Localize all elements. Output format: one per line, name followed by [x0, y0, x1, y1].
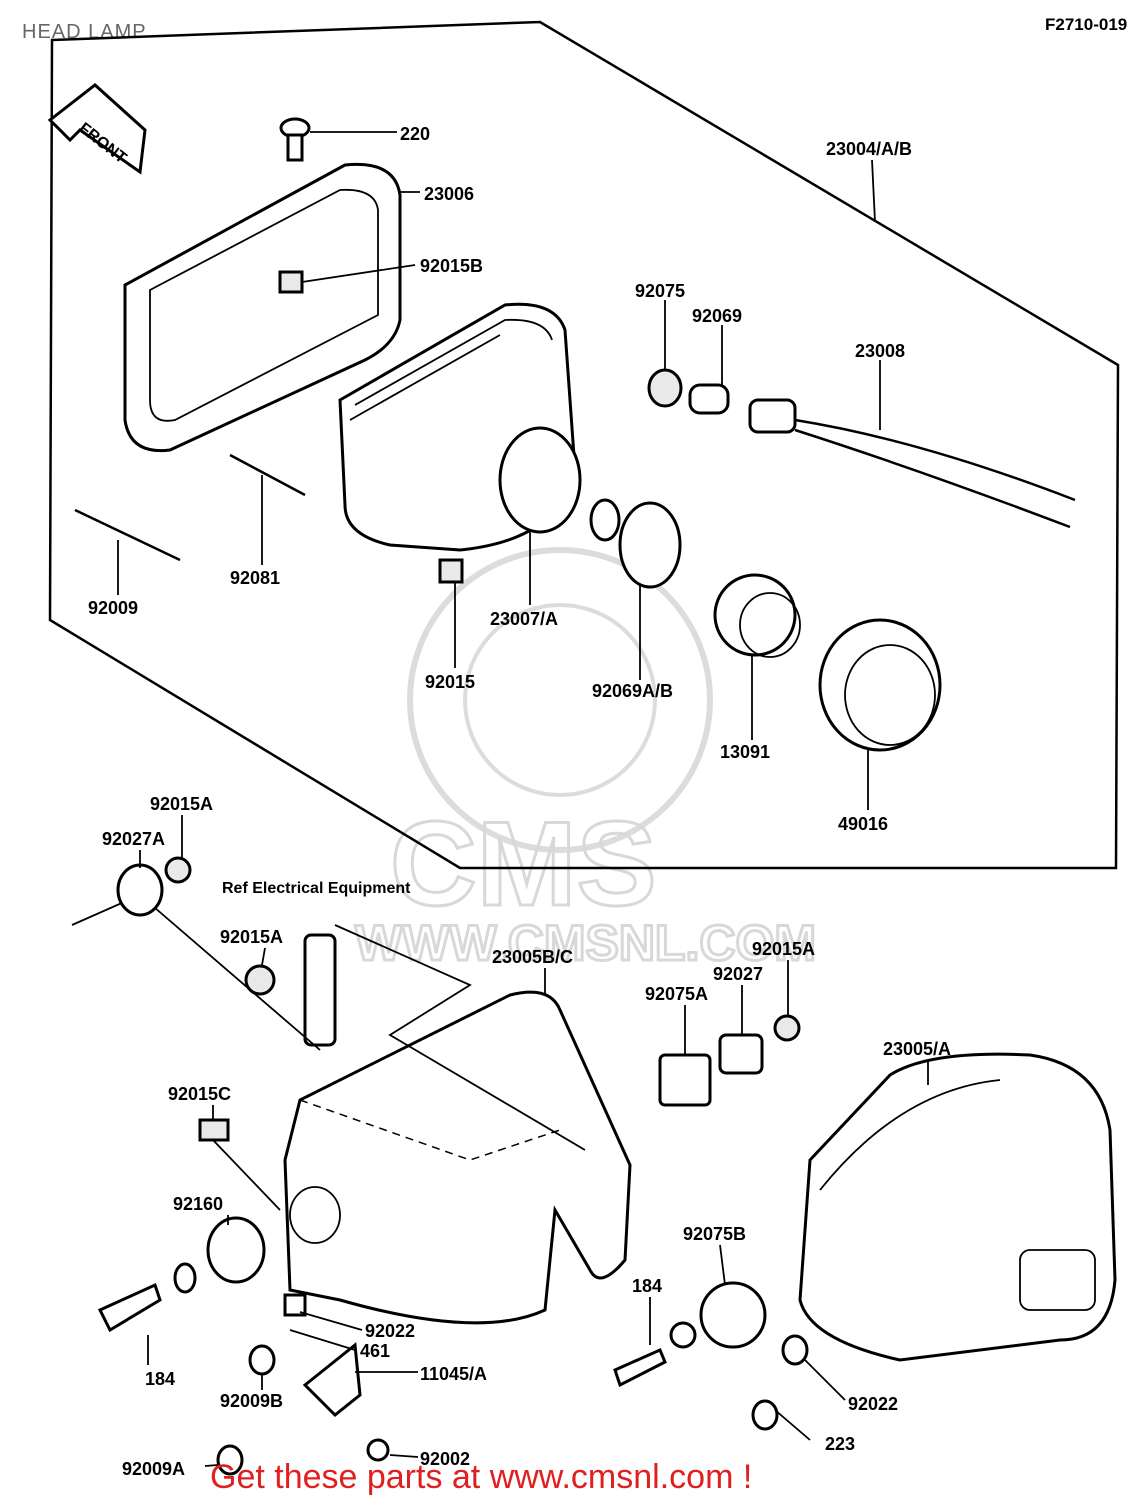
nut-92015c-icon — [198, 1118, 230, 1142]
headlamp-bulb-icon — [589, 498, 682, 589]
part-label[interactable]: 23008 — [855, 341, 905, 361]
part-label[interactable]: 23004/A/B — [826, 139, 912, 159]
leader-461 — [289, 1329, 356, 1351]
part-label[interactable]: 23006 — [424, 184, 474, 204]
part-label[interactable]: 184 — [145, 1369, 175, 1389]
part-label[interactable]: 92002 — [420, 1449, 470, 1469]
bolt-223-icon — [751, 1399, 779, 1431]
part-label[interactable]: 92009A — [122, 1459, 185, 1479]
stay-bracket — [303, 933, 337, 1047]
bulb-retainer-ring — [498, 426, 582, 534]
part-label[interactable]: 92069A/B — [592, 681, 673, 701]
part-label[interactable]: 92022 — [365, 1321, 415, 1341]
part-label[interactable]: 220 — [400, 124, 430, 144]
watermark-brand: CMS — [390, 797, 657, 931]
part-label[interactable]: 92015A — [220, 927, 283, 947]
washer-icon — [173, 1262, 197, 1294]
washer-184-right-icon — [669, 1321, 697, 1349]
leader-92022-left — [299, 1311, 363, 1331]
leader-223 — [774, 1409, 811, 1441]
leader-92015a-2 — [261, 947, 266, 966]
footer-link[interactable]: Get these parts at www.cmsnl.com ! — [210, 1458, 752, 1496]
part-label[interactable]: 92015 — [425, 672, 475, 692]
part-labels: 220 23006 92015B 23004/A/B 92075 92069 2… — [88, 124, 951, 1479]
part-label[interactable]: 23005B/C — [492, 947, 573, 967]
part-label[interactable]: 92027A — [102, 829, 165, 849]
part-label[interactable]: 92081 — [230, 568, 280, 588]
nut-92015a-1-icon — [164, 856, 192, 884]
watermark: CMS WWW.CMSNL.COM — [354, 547, 818, 973]
part-label[interactable]: 92027 — [713, 964, 763, 984]
watermark-url: WWW.CMSNL.COM — [355, 915, 816, 971]
bracket-11045-icon — [302, 1342, 362, 1418]
leader-92002 — [389, 1454, 419, 1458]
collar-92022-left-icon — [283, 1293, 307, 1317]
part-label[interactable]: 92015A — [150, 794, 213, 814]
socket-92075-icon — [647, 368, 683, 408]
part-label[interactable]: 23007/A — [490, 609, 558, 629]
bolt-92009a-icon — [216, 1444, 244, 1476]
socket-wire-1 — [794, 418, 1076, 502]
bulb-boot-icon — [713, 573, 801, 658]
part-label[interactable]: 92009 — [88, 598, 138, 618]
grommet-92075b-icon — [699, 1281, 767, 1349]
dust-cover-icon — [818, 618, 942, 752]
bolt-184-right-icon — [613, 1348, 667, 1388]
screw-92009-icon — [74, 508, 181, 562]
screw-220-icon — [279, 117, 311, 162]
leader-92075b — [719, 1244, 726, 1286]
part-label[interactable]: 49016 — [838, 814, 888, 834]
socket-cord-23008 — [748, 398, 797, 434]
spring-92081-icon — [229, 453, 306, 497]
headlight-cowl-left — [283, 990, 632, 1325]
socket-wire-2 — [794, 428, 1071, 529]
collar-92022-right-icon — [781, 1334, 809, 1366]
grommet-92027-icon — [718, 1033, 764, 1075]
bolt-92009b-icon — [248, 1344, 276, 1376]
grommet-92027a-icon — [116, 863, 164, 917]
ref-guide-line — [334, 924, 586, 1151]
nut-92015a-3-icon — [773, 1014, 801, 1042]
cowl-guide-line — [71, 893, 321, 1051]
front-arrow-icon: FRONT — [47, 83, 147, 175]
part-label[interactable]: 92015C — [168, 1084, 231, 1104]
part-label[interactable]: 92022 — [848, 1394, 898, 1414]
bulb-92069-icon — [688, 383, 730, 415]
leader-92015c-b — [212, 1139, 281, 1211]
drawing-code: F2710-019 — [1045, 15, 1127, 34]
socket-92075a-icon — [658, 1053, 712, 1107]
part-label[interactable]: 23005/A — [883, 1039, 951, 1059]
part-label[interactable]: 92160 — [173, 1194, 223, 1214]
part-label[interactable]: 92075B — [683, 1224, 746, 1244]
leader-92022-right — [804, 1359, 846, 1401]
headlight-rim — [123, 162, 402, 453]
bolt-184-left-icon — [97, 1282, 162, 1333]
part-label[interactable]: 223 — [825, 1434, 855, 1454]
part-label[interactable]: 92015A — [752, 939, 815, 959]
leader-23004 — [871, 159, 876, 223]
part-label[interactable]: 184 — [632, 1276, 662, 1296]
nut-92015-icon — [438, 558, 464, 584]
part-label[interactable]: 92069 — [692, 306, 742, 326]
reference-note: Ref Electrical Equipment — [222, 880, 411, 897]
assembly-frame — [48, 20, 1120, 870]
nut-92015a-2-icon — [244, 964, 276, 996]
part-label[interactable]: 92075 — [635, 281, 685, 301]
part-label[interactable]: 92075A — [645, 984, 708, 1004]
headlight-cowl-right — [798, 1052, 1117, 1362]
grommet-92160-icon — [206, 1216, 266, 1284]
part-label[interactable]: 13091 — [720, 742, 770, 762]
leader-92009a — [204, 1464, 219, 1467]
nut-92015b-icon — [278, 270, 304, 294]
part-label[interactable]: 92015B — [420, 256, 483, 276]
part-label[interactable]: 92009B — [220, 1391, 283, 1411]
leader-92015b — [301, 264, 416, 283]
part-label[interactable]: 461 — [360, 1341, 390, 1361]
part-label[interactable]: 11045/A — [420, 1364, 487, 1384]
nut-92002-icon — [366, 1438, 390, 1462]
